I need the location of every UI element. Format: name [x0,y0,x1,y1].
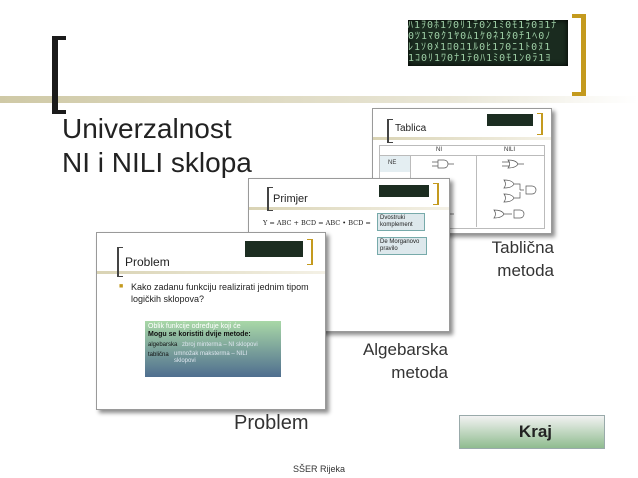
slide-bullet-text: Kako zadanu funkciju realizirati jednim … [131,282,309,304]
matrix-code-image: ﾊ1ｦ0ﾎ1ﾜ0ﾘ1ﾃ0ﾝ1ﾐ0ﾓ1ﾗ0ﾖ1ﾅ 0ﾂ1ﾏ0ｸ1ﾔ0ﾑ1ｹ0ﾈ1ﾀ… [408,20,568,66]
slide-bracket-left [267,187,273,211]
footer-text: SŠER Rijeka [292,464,346,474]
page-title: Univerzalnost NI i NILI sklopa [62,112,252,180]
col-nili-header: NILI [504,147,516,153]
box-line-3: algebarska [148,342,178,348]
label-algebarska-line1: Algebarska [362,340,448,359]
label-algebarska-line2: metoda [391,363,448,382]
box-line-5: zbroj minterma – NI sklopovi [182,342,258,348]
kraj-button-label: Kraj [518,422,552,441]
slide-title: Problem [125,255,170,269]
label-algebarska-metoda[interactable]: Algebarska metoda [330,338,448,384]
box-line-2: Mogu se koristiti dvije metode: [148,331,251,338]
slide-title: Tablica [395,123,427,134]
slide-bracket-right [307,239,313,265]
label-problem[interactable]: Problem [234,412,309,434]
slide-equation: Y = ABC + BCD = ABC • BCD = [263,219,371,227]
right-bracket-decoration [572,14,586,96]
slide-matrix-image [379,185,429,197]
slide-thumbnail-problem[interactable]: Problem ■ Kako zadanu funkciju realizira… [96,232,326,410]
slide-title: Primjer [273,193,308,205]
note-dvostruki-komplement: Dvostruki komplement [377,213,425,231]
label-tablicna-metoda[interactable]: Tablična metoda [470,236,554,282]
row-ne-label: NE [380,156,410,172]
slide-band [373,137,551,140]
slide-band [97,271,325,274]
box-line-1: Oblik funkcije određuje koji će [148,323,241,330]
label-tablicna-line1: Tablična [491,238,554,257]
col-ni-header: NI [436,147,442,153]
left-bracket-decoration [52,36,66,114]
slide-band [249,207,449,210]
bullet-icon: ■ [119,283,124,290]
slide-bracket-right [433,183,439,205]
slide-bracket-left [387,119,393,143]
header-band [0,96,638,103]
kraj-button[interactable]: Kraj [459,415,605,449]
label-tablicna-line2: metoda [497,261,554,280]
title-line-1: Univerzalnost [62,113,232,144]
slide-matrix-image [487,114,533,126]
box-line-4: tablična [148,352,169,358]
box-line-6: umnožak maksterma – NILI sklopovi [174,351,248,364]
slide-matrix-image [245,241,303,257]
slide-bracket-left [117,247,123,277]
method-box: Oblik funkcije određuje koji će Mogu se … [145,321,281,377]
note-de-morgan: De Morganovo pravilo [377,237,427,255]
slide-bracket-right [537,113,543,135]
title-line-2: NI i NILI sklopa [62,147,252,178]
